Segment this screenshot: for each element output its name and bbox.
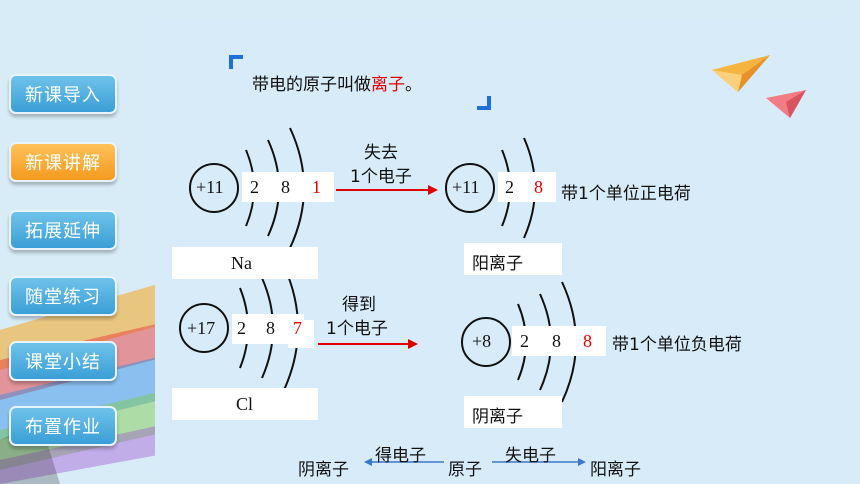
paper-plane-icon	[712, 55, 770, 92]
bracket-bottom-right	[477, 96, 491, 110]
na-shell-1-count: 2	[250, 177, 259, 197]
definition-box: 带电的原子叫做离子。	[232, 58, 486, 106]
nav-item-practice[interactable]: 随堂练习	[9, 276, 117, 316]
na-ion-name: 阳离子	[472, 254, 523, 274]
na-arrow-top-label: 失去	[364, 143, 398, 163]
summary-cation: 阳离子	[590, 460, 641, 480]
nav-item-label: 布置作业	[25, 417, 101, 438]
cl-shell-1-count: 2	[237, 318, 246, 338]
cl-shell-3-count: 7	[293, 318, 302, 338]
nav-item-label: 新课讲解	[25, 153, 101, 174]
cl-ion-shell-2-count: 8	[552, 331, 561, 351]
paper-plane-small-icon	[766, 90, 806, 118]
definition-prefix: 带电的原子叫做	[252, 74, 371, 95]
nav-item-label: 新课导入	[25, 85, 101, 106]
cl-ion-shell-box	[512, 326, 606, 356]
summary-lose-label: 失电子	[505, 446, 556, 466]
summary-gain-label: 得电子	[375, 446, 426, 466]
na-shell-2-count: 8	[281, 177, 290, 197]
cl-ion-name: 阴离子	[472, 407, 523, 427]
cl-arrow-bottom-label: 1个电子	[326, 319, 388, 339]
cl-ion-nucleus-circle	[461, 317, 511, 367]
cl-nucleus-circle	[179, 303, 229, 353]
cl-ion-name-box	[464, 396, 562, 428]
cl-shell-2-count: 8	[266, 318, 275, 338]
na-nucleus-charge: +11	[196, 177, 224, 197]
na-name-box	[172, 247, 318, 279]
definition-suffix: 。	[405, 74, 422, 95]
bracket-top-left	[229, 55, 243, 69]
nav-item-homework[interactable]: 布置作业	[9, 406, 117, 446]
cl-name-box	[172, 388, 318, 420]
cl-ion-shell-3-count: 8	[583, 331, 592, 351]
cl-name: Cl	[236, 394, 254, 414]
summary-atom: 原子	[448, 460, 482, 480]
nav-item-label: 课堂小结	[25, 352, 101, 373]
nav-item-extension[interactable]: 拓展延伸	[9, 210, 117, 250]
cl-ion-nucleus-charge: +8	[472, 331, 492, 351]
na-ion-shell-1-count: 2	[505, 177, 514, 197]
na-nucleus-circle	[189, 163, 239, 213]
nav-item-label: 拓展延伸	[25, 221, 101, 242]
nav-item-lecture[interactable]: 新课讲解	[9, 142, 117, 182]
na-charge-text: 带1个单位正电荷	[561, 184, 691, 204]
cl-arrow-top-label: 得到	[342, 295, 376, 315]
cl-nucleus-charge: +17	[187, 318, 216, 338]
na-ion-nucleus-charge: +11	[452, 177, 480, 197]
na-arrow-bottom-label: 1个电子	[350, 167, 412, 187]
na-ion-shell-2-count: 8	[534, 177, 543, 197]
na-name: Na	[231, 253, 252, 273]
nav-item-intro[interactable]: 新课导入	[9, 74, 117, 114]
na-ion-name-box	[464, 243, 562, 275]
definition-highlight: 离子	[371, 74, 405, 95]
na-shell-3-count: 1	[312, 177, 321, 197]
cl-charge-text: 带1个单位负电荷	[612, 335, 742, 355]
na-shell-box	[242, 172, 334, 202]
nav-item-label: 随堂练习	[25, 287, 101, 308]
na-ion-nucleus-circle	[445, 163, 495, 213]
summary-anion: 阴离子	[298, 460, 349, 480]
cl-ion-shell-1-count: 2	[520, 331, 529, 351]
na-ion-shell-box	[498, 172, 556, 202]
nav-item-summary[interactable]: 课堂小结	[9, 341, 117, 381]
